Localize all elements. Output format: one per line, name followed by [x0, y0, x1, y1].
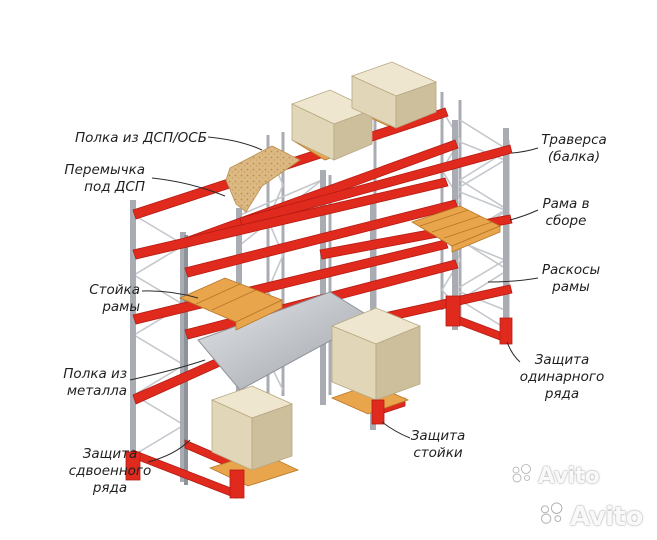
label-single-line3: ряда: [544, 386, 580, 402]
label-metal-shelf: Полка из металла: [63, 366, 127, 400]
label-upright: Стойка рамы: [89, 282, 140, 316]
avito-watermark-text: Avito: [570, 502, 643, 532]
label-beam-line1: Траверса: [541, 132, 607, 148]
label-double-protection: Защита сдвоенного ряда: [62, 446, 158, 497]
label-braces-line2: рамы: [552, 279, 590, 295]
label-post-line1: Защита: [410, 428, 466, 444]
label-braces: Раскосы рамы: [536, 262, 606, 296]
label-single-protection: Защита одинарного ряда: [514, 352, 610, 403]
label-double-line1: Защита: [82, 446, 138, 462]
label-beam: Траверса (балка): [536, 132, 612, 166]
label-beam-line2: (балка): [547, 149, 601, 165]
label-double-line3: ряда: [92, 480, 128, 496]
label-jumper: Перемычка под ДСП: [64, 162, 145, 196]
label-shelf-dsp-text: Полка из ДСП/ОСБ: [75, 130, 207, 146]
label-shelf-dsp: Полка из ДСП/ОСБ: [75, 130, 207, 147]
label-frame: Рама в сборе: [536, 196, 596, 230]
label-metal-line1: Полка из: [63, 366, 127, 382]
leader-lines: [129, 136, 539, 463]
label-double-line2: сдвоенного: [68, 463, 152, 479]
chipboard-shelf: [225, 145, 301, 213]
protectors: [125, 295, 513, 499]
label-upright-line1: Стойка: [89, 282, 140, 298]
label-frame-line1: Рама в: [542, 196, 590, 212]
label-single-line1: Защита: [534, 352, 590, 368]
label-frame-line2: сборе: [545, 213, 587, 229]
label-single-line2: одинарного: [519, 369, 605, 385]
left-frame: [130, 200, 188, 485]
label-braces-line1: Раскосы: [541, 262, 601, 278]
label-metal-line2: металла: [66, 383, 127, 399]
label-jumper-line2: под ДСП: [84, 179, 145, 195]
avito-logo-icon: [538, 502, 566, 533]
label-upright-line2: рамы: [102, 299, 140, 315]
avito-watermark-bottom: Avito: [538, 502, 643, 533]
label-jumper-line1: Перемычка: [64, 162, 145, 178]
avito-watermark-top: Avito: [510, 464, 600, 490]
avito-logo-icon: [510, 464, 534, 490]
label-post-protection: Защита стойки: [400, 428, 476, 462]
boxes: [210, 61, 438, 471]
avito-watermark-text: Avito: [538, 464, 600, 489]
label-post-line2: стойки: [413, 445, 463, 461]
